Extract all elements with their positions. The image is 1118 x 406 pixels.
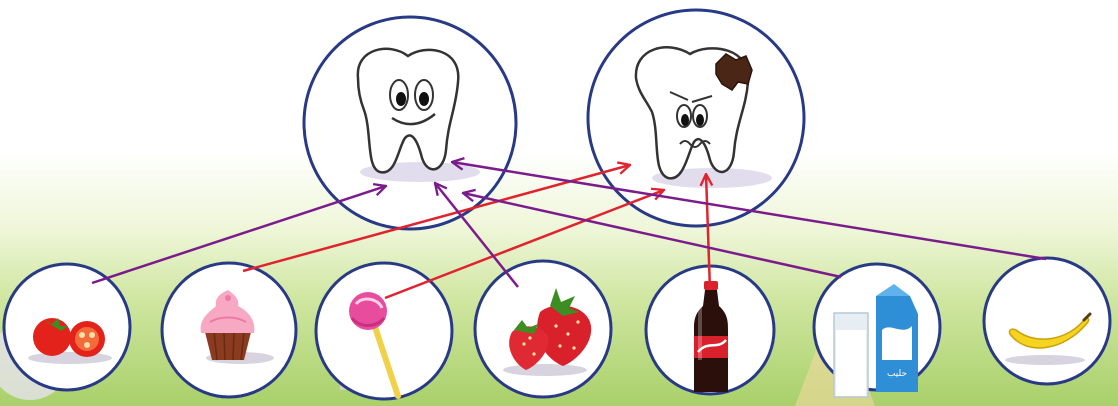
milk-carton-label: حليب — [887, 369, 907, 379]
food-item-tomato[interactable] — [4, 264, 130, 390]
food-item-cupcake[interactable] — [162, 263, 296, 397]
lollipop-circle — [316, 263, 452, 399]
banana-circle — [984, 258, 1110, 384]
food-item-lollipop[interactable] — [316, 263, 452, 399]
decayed-tooth-node — [588, 10, 804, 226]
food-item-strawberries[interactable] — [475, 261, 611, 397]
food-item-banana[interactable] — [984, 258, 1110, 384]
